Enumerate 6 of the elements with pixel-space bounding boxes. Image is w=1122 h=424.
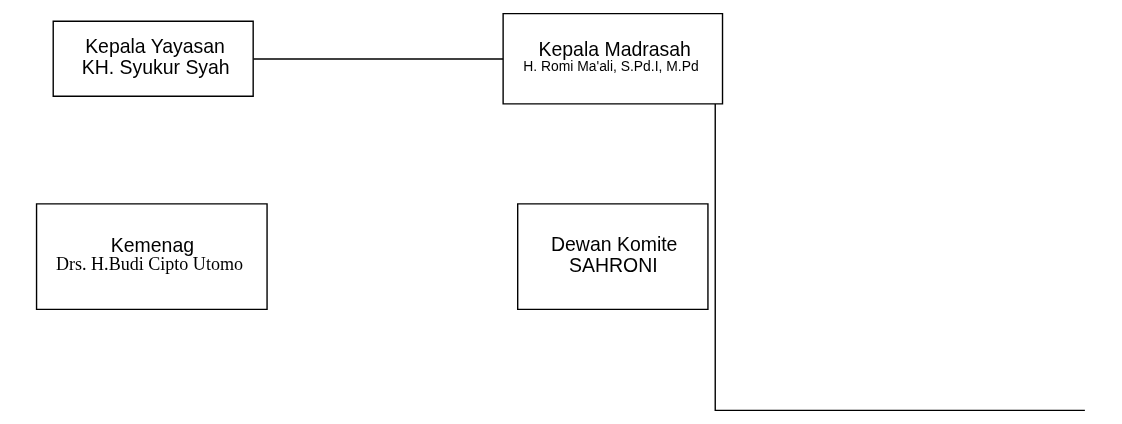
connector xyxy=(252,58,504,60)
node-box: Kemenag Drs. H.Budi Cipto Utomo xyxy=(35,203,268,311)
node-box: Kepala Madrasah H. Romi Ma'ali, S.Pd.I, M.Pd xyxy=(502,12,724,105)
node-box: Dewan Komite SAHRONI xyxy=(517,203,709,311)
node-box: Kepala Yayasan KH. Syukur Syah xyxy=(52,20,254,97)
connector xyxy=(714,103,1086,412)
